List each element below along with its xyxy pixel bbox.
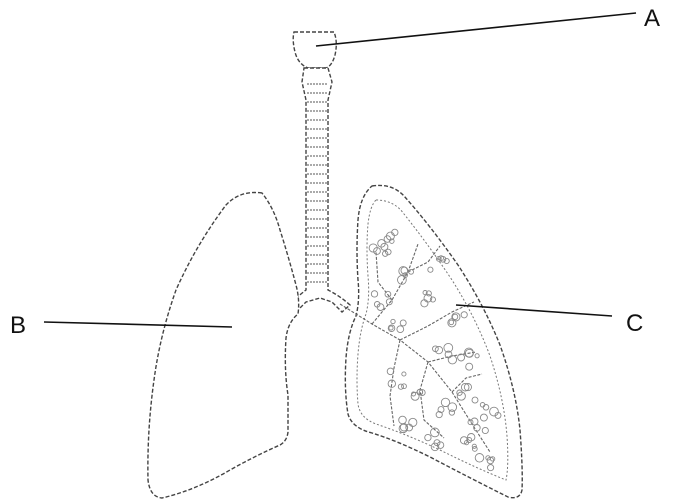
leader-line-a	[316, 13, 636, 46]
trachea	[288, 68, 350, 312]
larynx	[293, 32, 336, 68]
right-lung	[340, 185, 522, 497]
label-b: B	[10, 312, 26, 339]
label-a: A	[644, 5, 660, 32]
label-c: C	[626, 310, 643, 337]
left-lung	[148, 193, 299, 499]
